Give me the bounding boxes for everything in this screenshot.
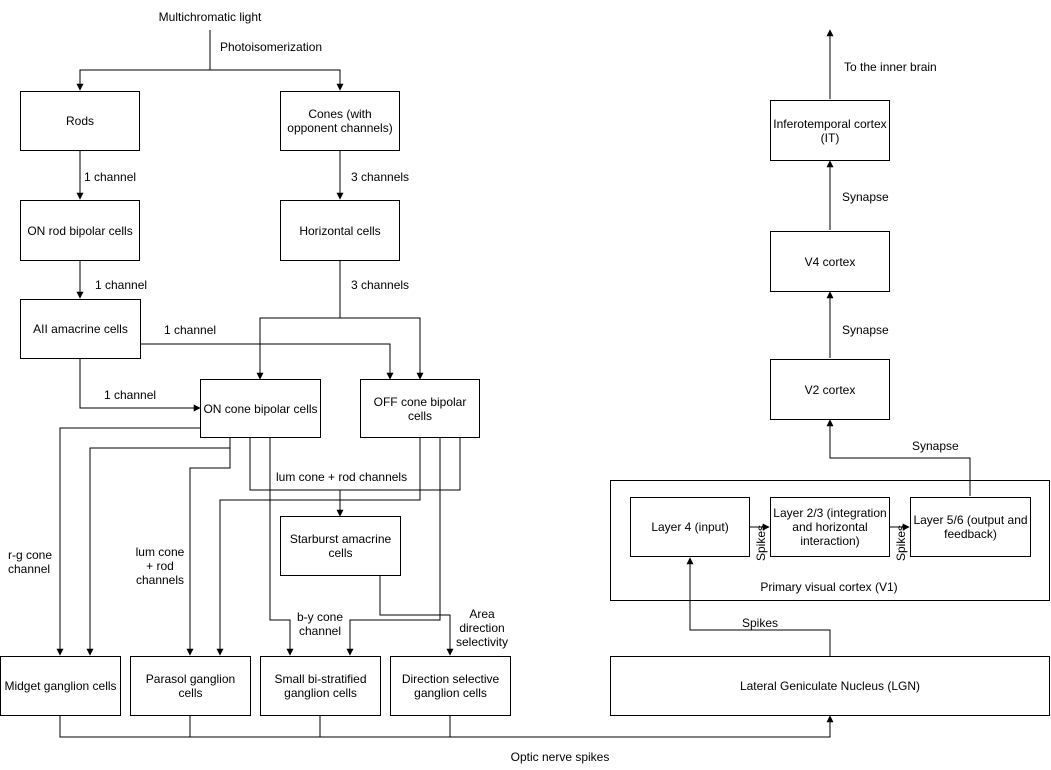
rg-cone-channel-label: r-g cone channel <box>8 548 53 576</box>
rods-channel-label: 1 channel <box>84 170 137 184</box>
v1-caption-label: Primary visual cortex (V1) <box>760 580 898 594</box>
by-cone-channel-label: b-y cone channel <box>296 610 344 638</box>
area-direction-selectivity-label: Area direction selectivity <box>455 607 508 649</box>
small-bistratified-box: Small bi-stratified ganglion cells <box>260 656 381 716</box>
on-rod-bipolar-box: ON rod bipolar cells <box>20 200 140 261</box>
lum-cone-rod-vertical-label: lum cone + rod channels <box>135 545 185 587</box>
synapse-it-label: Synapse <box>842 190 889 204</box>
rods-box: Rods <box>20 91 140 151</box>
horizontal-cells-box: Horizontal cells <box>280 200 400 261</box>
it-cortex-box: Inferotemporal cortex (IT) <box>770 100 890 161</box>
optic-nerve-spikes-label: Optic nerve spikes <box>510 750 610 764</box>
synapse-v2-label: Synapse <box>912 439 959 453</box>
cones-channel-label: 3 channels <box>351 170 410 184</box>
on-rod-channel-label: 1 channel <box>95 278 148 292</box>
to-inner-brain-label: To the inner brain <box>844 60 937 74</box>
off-cone-bipolar-box: OFF cone bipolar cells <box>360 379 480 438</box>
v4-cortex-box: V4 cortex <box>770 231 890 292</box>
synapse-v4-label: Synapse <box>842 323 889 337</box>
aii-down-channel-label: 1 channel <box>104 388 157 402</box>
horizontal-channel-label: 3 channels <box>351 278 410 292</box>
layer4-box: Layer 4 (input) <box>630 497 750 557</box>
layer23-spikes-label: Spikes <box>894 524 908 562</box>
aii-right-channel-label: 1 channel <box>164 323 217 337</box>
on-cone-bipolar-box: ON cone bipolar cells <box>200 379 321 438</box>
aii-amacrine-box: AII amacrine cells <box>20 299 141 359</box>
layer4-spikes-label: Spikes <box>754 524 768 562</box>
v2-cortex-box: V2 cortex <box>770 359 890 420</box>
parasol-ganglion-box: Parasol ganglion cells <box>130 656 251 716</box>
lgn-spikes-label: Spikes <box>742 616 779 630</box>
layer23-box: Layer 2/3 (integration and horizontal in… <box>770 497 890 557</box>
v1-container <box>610 480 1050 601</box>
lum-cone-rod-label: lum cone + rod channels <box>276 470 408 484</box>
photoisomerization-label: Photoisomerization <box>220 40 323 54</box>
cones-box: Cones (with opponent channels) <box>280 91 400 151</box>
multichromatic-light-label: Multichromatic light <box>158 10 262 24</box>
layer56-box: Layer 5/6 (output and feedback) <box>910 497 1031 557</box>
lgn-box: Lateral Geniculate Nucleus (LGN) <box>610 656 1050 716</box>
midget-ganglion-box: Midget ganglion cells <box>0 656 121 716</box>
direction-selective-box: Direction selective ganglion cells <box>390 656 511 716</box>
starburst-amacrine-box: Starburst amacrine cells <box>280 516 401 576</box>
